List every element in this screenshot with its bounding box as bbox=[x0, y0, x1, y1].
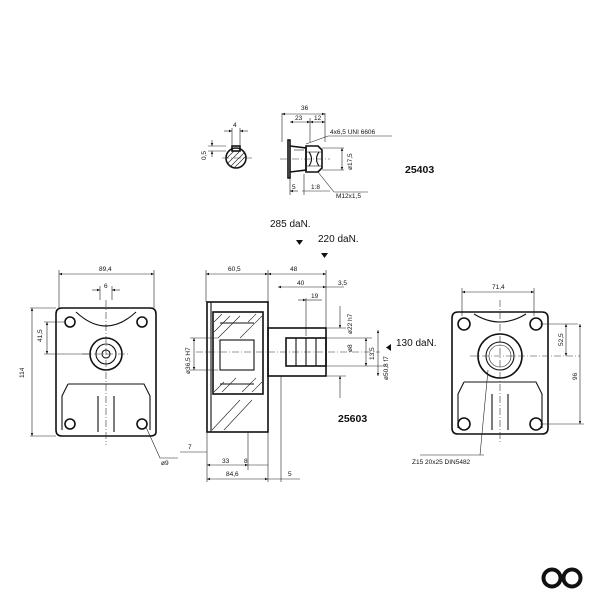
dim-13-5: 13,5 bbox=[369, 347, 376, 360]
key-depth-dim: 0,5 bbox=[201, 151, 208, 160]
pilot-dim: ø50,8 f7 bbox=[383, 356, 390, 380]
rear-view: 71,4 52,5 96 Z15 20x25 DIN5482 bbox=[412, 284, 584, 466]
front-width-dim: 89,4 bbox=[99, 266, 112, 273]
flat-dim: ø8 bbox=[347, 344, 354, 352]
thread-dim: M12x1,5 bbox=[336, 193, 361, 200]
loads: 285 daN. 220 daN. 130 daN. bbox=[270, 219, 437, 351]
dim-7: 7 bbox=[188, 444, 192, 451]
dim-84-6: 84,6 bbox=[226, 471, 239, 478]
spline-label: Z15 20x25 DIN5482 bbox=[412, 459, 471, 466]
overall-dim: 60,5 bbox=[228, 266, 241, 273]
load-285: 285 daN. bbox=[270, 219, 311, 230]
side-section-view: 60,5 48 40 3,5 19 bbox=[180, 266, 390, 482]
bore-dim: ø36,5 H7 bbox=[185, 347, 192, 374]
rear-height-dim: 96 bbox=[572, 372, 579, 380]
dim-33: 33 bbox=[222, 458, 230, 465]
part-code-25603: 25603 bbox=[338, 413, 367, 425]
load-220: 220 daN. bbox=[318, 234, 359, 245]
diameter-dim: ø17,5 bbox=[347, 153, 354, 170]
load-arrow-icon bbox=[386, 344, 391, 351]
offset-v-dim: 41,5 bbox=[37, 329, 44, 342]
load-130: 130 daN. bbox=[396, 338, 437, 349]
load-arrow-icon bbox=[296, 240, 303, 245]
shaft-len-dim: 48 bbox=[290, 266, 298, 273]
taper-lead-dim: 5 bbox=[292, 184, 296, 191]
offset-dim: 6 bbox=[104, 283, 108, 290]
len-3-5-dim: 3,5 bbox=[338, 280, 347, 287]
front-view: 89,4 6 114 41,5 ø9 bbox=[19, 266, 178, 467]
shaft-end-detail: 36 23 12 4x6,5 UNI 6606 ø17,5 5 1:8 bbox=[280, 105, 434, 200]
key-section-detail: 4 0,5 bbox=[201, 122, 252, 169]
part-code-25403: 25403 bbox=[405, 164, 434, 176]
total-length-dim: 36 bbox=[301, 105, 309, 112]
infinity-logo bbox=[541, 567, 583, 589]
dim-5: 5 bbox=[288, 471, 292, 478]
load-arrow-icon bbox=[321, 253, 328, 258]
len-19-dim: 19 bbox=[311, 293, 319, 300]
rear-width-dim: 71,4 bbox=[492, 284, 505, 291]
len-a-dim: 23 bbox=[295, 115, 303, 122]
len-b-dim: 12 bbox=[314, 115, 322, 122]
shaft-dia-dim: ø22 h7 bbox=[347, 313, 354, 334]
dim-8: 8 bbox=[244, 458, 248, 465]
half-dim: 52,5 bbox=[558, 333, 565, 346]
key-spec-label: 4x6,5 UNI 6606 bbox=[330, 129, 376, 136]
front-height-dim: 114 bbox=[19, 367, 26, 378]
taper-dim: 1:8 bbox=[311, 184, 320, 191]
len-40-dim: 40 bbox=[297, 280, 305, 287]
key-width-dim: 4 bbox=[233, 122, 237, 129]
hole-dim: ø9 bbox=[161, 460, 169, 467]
